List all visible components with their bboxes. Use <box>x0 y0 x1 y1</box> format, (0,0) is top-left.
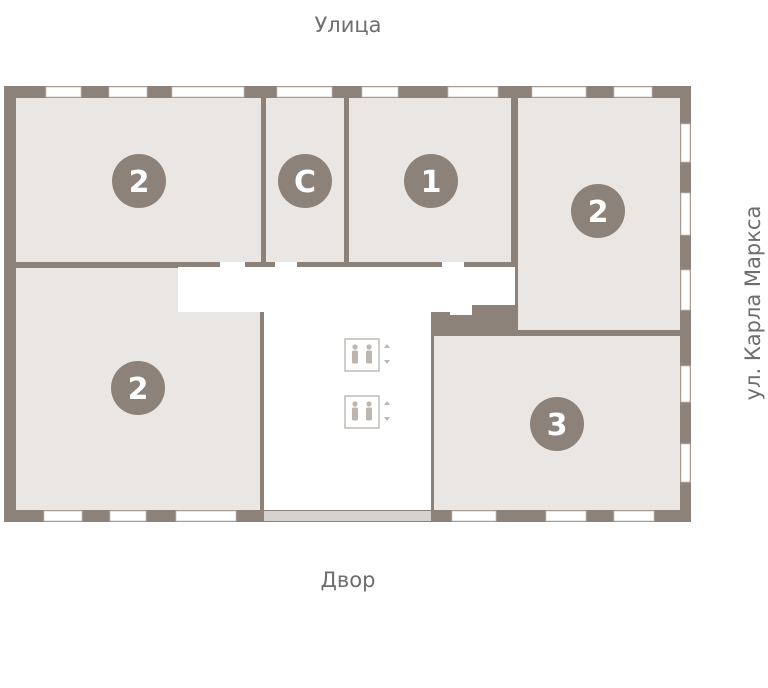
window <box>447 86 499 98</box>
room-number: С <box>294 165 316 200</box>
window <box>43 510 83 522</box>
room-badge-top-small[interactable]: С <box>278 154 332 208</box>
street-label-top: Улица <box>314 13 381 37</box>
window <box>680 443 691 483</box>
room-number: 3 <box>547 408 568 443</box>
room-number: 2 <box>588 195 609 230</box>
room-number: 1 <box>421 165 442 200</box>
room-badge-bottom-right[interactable]: 3 <box>530 397 584 451</box>
window <box>451 510 497 522</box>
street-label-right: ул. Карла Маркса <box>741 206 765 401</box>
window <box>680 123 691 163</box>
entrance-gap <box>264 511 431 521</box>
room-badge-top-mid[interactable]: 1 <box>404 154 458 208</box>
room-badge-right-top[interactable]: 2 <box>571 184 625 238</box>
window <box>680 365 691 403</box>
window <box>613 510 655 522</box>
street-label-bottom: Двор <box>321 568 376 592</box>
corridor <box>178 267 515 510</box>
window <box>531 86 587 98</box>
window <box>680 192 691 236</box>
window <box>45 86 82 98</box>
window <box>545 510 587 522</box>
windows-bottom <box>43 510 655 522</box>
windows-top <box>45 86 653 98</box>
window <box>175 510 237 522</box>
room-badge-top-left[interactable]: 2 <box>112 154 166 208</box>
window <box>276 86 333 98</box>
door-opening <box>450 309 472 315</box>
room-number: 2 <box>129 165 150 200</box>
windows-right <box>680 123 691 483</box>
door-opening <box>442 262 464 268</box>
door-opening <box>275 262 297 268</box>
elevator-icon <box>344 338 390 372</box>
window <box>613 86 653 98</box>
window <box>109 510 147 522</box>
window <box>108 86 148 98</box>
elevator-icon <box>344 395 390 429</box>
window <box>171 86 245 98</box>
door-opening <box>220 262 245 268</box>
window <box>361 86 399 98</box>
room-number: 2 <box>128 372 149 407</box>
room-badge-bottom-left[interactable]: 2 <box>111 361 165 415</box>
window <box>680 269 691 311</box>
